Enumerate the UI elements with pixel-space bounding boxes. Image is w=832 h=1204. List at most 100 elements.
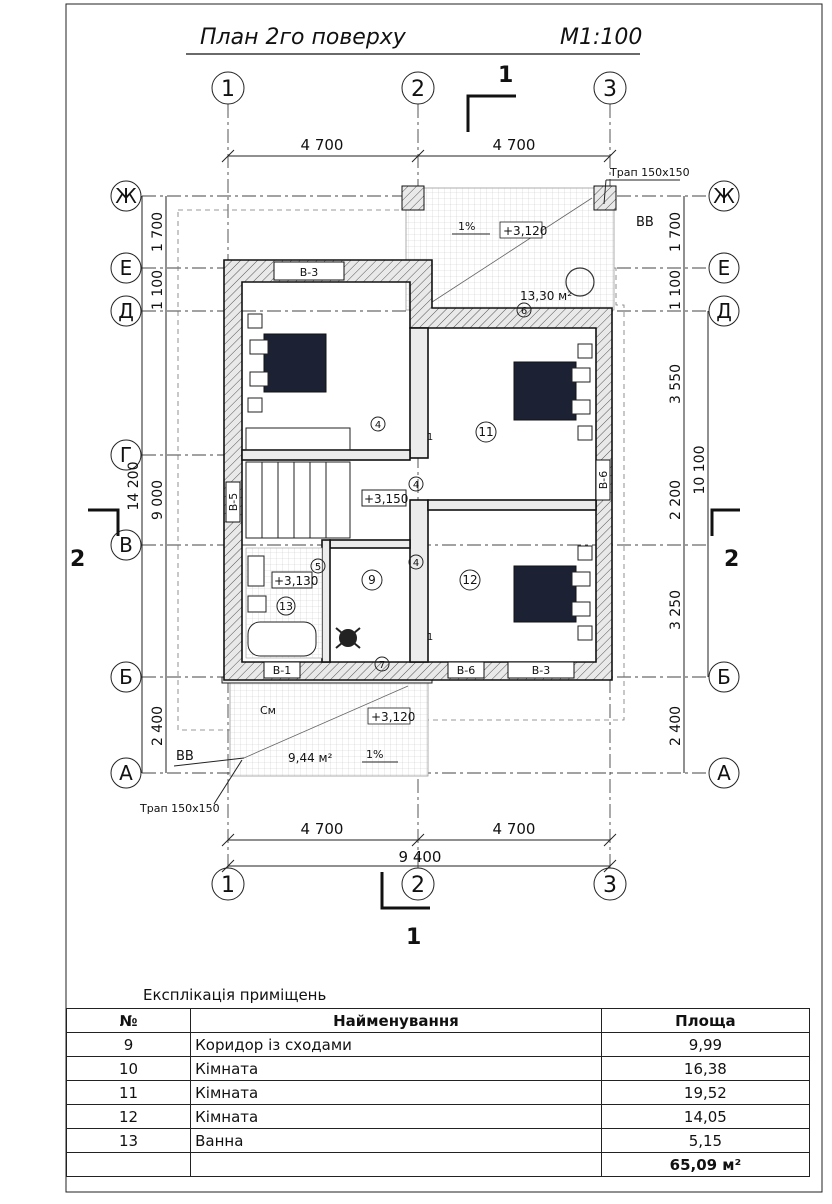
svg-text:1: 1 — [498, 63, 513, 88]
level-stairs: +3,150 — [364, 492, 408, 506]
table-total-row: 65,09 м² — [65, 1152, 811, 1177]
svg-text:3 550: 3 550 — [668, 364, 684, 404]
dimension-bottom: 4 700 4 700 9 400 — [221, 820, 617, 873]
svg-text:Ж: Ж — [713, 184, 735, 208]
col-area: Площа — [600, 1008, 811, 1033]
plant-icon — [335, 627, 361, 649]
col-name: Найменування — [190, 1008, 602, 1033]
axis-3-top: 3 — [593, 71, 627, 105]
svg-text:1%: 1% — [366, 748, 383, 761]
svg-text:4 700: 4 700 — [493, 820, 536, 838]
axis-a: А А — [110, 757, 740, 789]
table-row: 11 Кімната 19,52 — [65, 1080, 811, 1105]
svg-text:2 400: 2 400 — [150, 706, 166, 746]
svg-text:Трап 150х150: Трап 150х150 — [609, 166, 690, 179]
plan-title: План 2го поверху — [200, 25, 407, 50]
table-row: 9 Коридор із сходами 9,99 — [65, 1032, 811, 1057]
svg-text:1: 1 — [221, 873, 235, 898]
svg-text:2: 2 — [70, 547, 85, 572]
interior-walls — [241, 327, 597, 663]
svg-text:14 200: 14 200 — [126, 462, 142, 511]
svg-text:9: 9 — [368, 573, 376, 587]
svg-text:В: В — [119, 533, 133, 557]
section-1-bottom: 1 — [380, 872, 430, 950]
window-labels: В-3 В-5 В-6 В-1 В-6 В-3 — [225, 261, 611, 679]
table-row: 13 Ванна 5,15 — [65, 1128, 811, 1153]
svg-text:Е: Е — [718, 256, 731, 280]
svg-text:Д: Д — [118, 299, 134, 323]
svg-text:2: 2 — [724, 547, 739, 572]
svg-text:1: 1 — [221, 77, 235, 102]
room-9-label: 9 — [361, 569, 383, 591]
svg-text:13: 13 — [279, 600, 293, 613]
svg-text:13,30 м²: 13,30 м² — [520, 289, 572, 303]
svg-text:А: А — [717, 761, 731, 785]
svg-text:10 100: 10 100 — [692, 446, 708, 495]
svg-text:+3,120: +3,120 — [371, 710, 415, 724]
svg-text:4 700: 4 700 — [301, 820, 344, 838]
svg-text:4: 4 — [375, 420, 381, 431]
svg-text:4: 4 — [413, 558, 419, 569]
svg-text:Трап 150х150: Трап 150х150 — [139, 802, 220, 815]
axis-1-top: 1 — [211, 71, 245, 105]
svg-text:В-5: В-5 — [227, 493, 240, 512]
svg-text:+3,130: +3,130 — [274, 574, 318, 588]
axis-3-bottom: 3 — [593, 867, 627, 901]
svg-text:9,44 м²: 9,44 м² — [288, 751, 333, 765]
bed-room-12 — [513, 545, 593, 641]
svg-text:3: 3 — [603, 77, 617, 102]
svg-text:В-6: В-6 — [597, 471, 610, 490]
axis-d: Д Д — [110, 295, 740, 327]
svg-text:1: 1 — [406, 925, 421, 950]
section-2-left: 2 — [70, 508, 120, 572]
svg-text:1: 1 — [427, 632, 433, 643]
svg-text:А: А — [119, 761, 133, 785]
svg-text:12: 12 — [462, 573, 477, 587]
axis-2-top: 2 — [401, 71, 435, 105]
col-num: № — [65, 1008, 192, 1033]
room-11-label: 11 — [475, 421, 497, 443]
axis-b: Б Б — [110, 661, 740, 693]
room-explication-table: № Найменування Площа 9 Коридор із сходам… — [65, 1008, 811, 1177]
section-2-right: 2 — [710, 508, 740, 572]
svg-text:1 100: 1 100 — [150, 270, 166, 310]
svg-text:+3,120: +3,120 — [503, 224, 547, 238]
svg-text:См: См — [260, 704, 276, 717]
svg-text:11: 11 — [478, 425, 493, 439]
svg-text:4 700: 4 700 — [301, 136, 344, 154]
bed-room-11 — [513, 343, 593, 441]
svg-text:Е: Е — [120, 256, 133, 280]
bed-room-10 — [247, 313, 327, 413]
dimension-top: 4 700 4 700 — [221, 136, 617, 163]
table-row: 12 Кімната 14,05 — [65, 1104, 811, 1129]
section-1-top: 1 — [466, 63, 516, 132]
svg-text:1 100: 1 100 — [668, 270, 684, 310]
staircase — [245, 427, 407, 539]
svg-text:9 000: 9 000 — [150, 480, 166, 520]
svg-text:9 400: 9 400 — [399, 848, 442, 866]
svg-text:2: 2 — [411, 77, 425, 102]
svg-text:4 700: 4 700 — [493, 136, 536, 154]
svg-text:Б: Б — [717, 665, 731, 689]
svg-text:ВВ: ВВ — [176, 749, 194, 764]
terrace-top: 1% +3,120 13,30 м² Трап 150х150 ВВ — [401, 166, 690, 311]
svg-text:2 400: 2 400 — [668, 706, 684, 746]
table-row: 10 Кімната 16,38 — [65, 1056, 811, 1081]
room-13-label: 13 — [276, 596, 296, 616]
svg-text:1%: 1% — [458, 220, 475, 233]
svg-text:4: 4 — [413, 480, 419, 491]
table-caption: Експлікація приміщень — [143, 986, 327, 1004]
svg-text:Ж: Ж — [115, 184, 137, 208]
axis-e: Е Е — [110, 252, 740, 284]
svg-text:Б: Б — [119, 665, 133, 689]
plan-scale: М1:100 — [560, 25, 642, 50]
svg-text:В-3: В-3 — [300, 266, 319, 279]
svg-text:В-1: В-1 — [273, 664, 292, 677]
svg-text:В-6: В-6 — [457, 664, 476, 677]
svg-text:2: 2 — [411, 873, 425, 898]
dimension-left: 1 700 1 100 9 000 14 200 2 400 — [126, 196, 167, 773]
dimension-right: 1 700 1 100 3 550 2 200 3 250 2 400 10 1… — [668, 196, 709, 773]
svg-text:В-3: В-3 — [532, 664, 551, 677]
